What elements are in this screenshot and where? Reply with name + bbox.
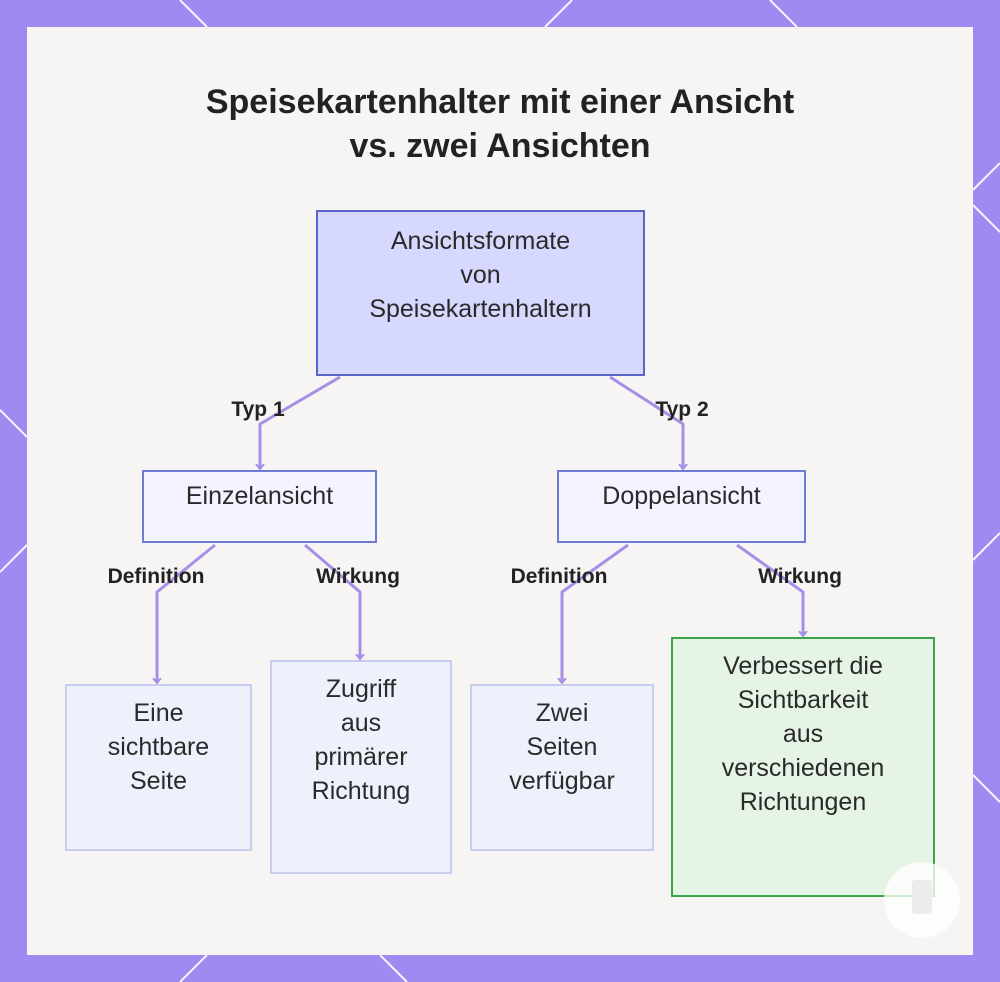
edge-root-to-double	[609, 375, 683, 469]
node-double-definition-label: Zwei Seiten verfügbar	[509, 699, 615, 795]
edge-label-single-definition: Definition	[107, 565, 205, 588]
edge-double-to-definition	[562, 543, 629, 683]
node-double-view-label: Doppelansicht	[602, 482, 761, 510]
edge-label-single-effect: Wirkung	[316, 565, 400, 588]
node-view-formats: Ansichtsformate von Speisekartenhaltern	[316, 210, 645, 376]
node-view-formats-label: Ansichtsformate von Speisekartenhaltern	[369, 227, 592, 323]
node-single-definition: Eine sichtbare Seite	[65, 684, 252, 851]
diagram-title: Speisekartenhalter mit einer Ansicht vs.…	[0, 80, 1000, 168]
node-single-definition-label: Eine sichtbare Seite	[107, 699, 210, 795]
node-double-definition: Zwei Seiten verfügbar	[470, 684, 654, 851]
node-double-effect-label: Verbessert die Sichtbarkeit aus verschie…	[721, 652, 885, 816]
node-single-view: Einzelansicht	[142, 470, 377, 543]
watermark-badge	[884, 862, 960, 938]
edge-label-type1: Typ 1	[231, 398, 285, 421]
node-single-effect: Zugriff aus primärer Richtung	[270, 660, 452, 874]
edge-label-double-definition: Definition	[510, 565, 608, 588]
node-double-view: Doppelansicht	[557, 470, 806, 543]
title-line-1: Speisekartenhalter mit einer Ansicht	[205, 83, 795, 121]
edge-double-to-effect	[736, 543, 803, 636]
edge-root-to-single	[260, 375, 341, 469]
edge-label-type2: Typ 2	[655, 398, 709, 421]
node-single-view-label: Einzelansicht	[185, 482, 334, 510]
edge-single-to-effect	[304, 543, 360, 659]
node-single-effect-label: Zugriff aus primärer Richtung	[311, 675, 411, 805]
node-double-effect: Verbessert die Sichtbarkeit aus verschie…	[671, 637, 935, 897]
edge-single-to-definition	[157, 543, 216, 683]
title-line-2: vs. zwei Ansichten	[349, 127, 651, 165]
document-icon	[912, 880, 932, 914]
edge-label-double-effect: Wirkung	[758, 565, 842, 588]
